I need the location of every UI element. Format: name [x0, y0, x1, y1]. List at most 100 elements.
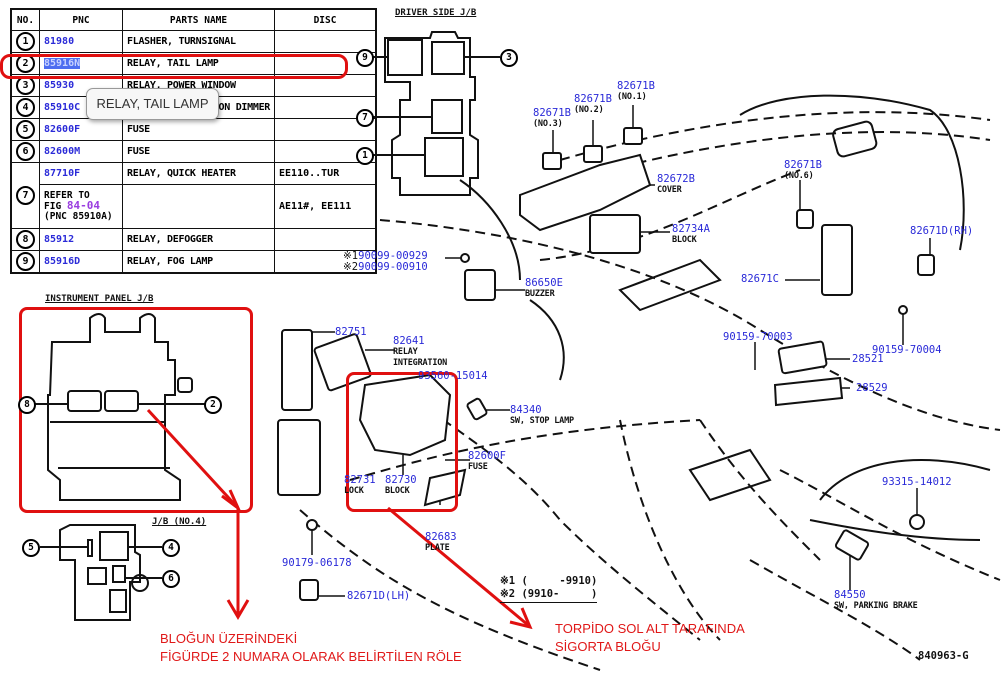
table-row-refer: REFER TO FIG 84-04 (PNC 85910A) AE11#, E… [11, 184, 377, 229]
label-90159-70003[interactable]: 90159-70003 [723, 331, 793, 343]
dashboard-solid-lines [459, 94, 991, 541]
instrument-panel-jb-drawing [35, 313, 205, 501]
fig-prefix: FIG [44, 201, 62, 212]
callout-4[interactable]: 4 [162, 539, 180, 557]
label-28521[interactable]: 28521 [852, 353, 884, 365]
part-name: FLASHER, TURNSIGNAL [121, 30, 276, 53]
part-name [121, 184, 276, 229]
label-82751[interactable]: 82751 [335, 326, 367, 338]
label-82671b-no1[interactable]: 82671B(NO.1) [617, 80, 655, 103]
row-number-badge: 5 [16, 120, 35, 139]
fuse-note-line-1: TORPİDO SOL ALT TARAFINDA [555, 621, 745, 636]
pnc-link[interactable]: 81980 [44, 36, 75, 47]
callout-8[interactable]: 8 [18, 396, 36, 414]
row-number-badge: 8 [16, 230, 35, 249]
pnc-link[interactable]: 87710F [44, 168, 81, 179]
table-header-row: NO. PNC PARTS NAME DISC [10, 8, 377, 31]
legend-line-1: ※1 ( -9910) [500, 575, 598, 587]
pnc-link-selected[interactable]: 85916N [44, 58, 81, 69]
header-parts-name: PARTS NAME [121, 8, 276, 31]
table-row-selected[interactable]: 2 85916N RELAY, TAIL LAMP [10, 52, 377, 75]
row-number-badge: 4 [16, 98, 35, 117]
driver-side-jb-title: DRIVER SIDE J/B [395, 8, 477, 18]
label-82671d-lh[interactable]: 82671D(LH) [347, 590, 411, 602]
fuse-note-line-2: SİGORTA BLOĞU [555, 639, 661, 654]
label-90099-00929[interactable]: ※190099-00929 [343, 250, 428, 262]
label-82671d-rh[interactable]: 82671D(RH) [910, 225, 974, 237]
label-82671b-no6[interactable]: 82671B(NO.6) [784, 159, 822, 182]
fuse-block-annotation-note: TORPİDO SOL ALT TARAFINDA SİGORTA BLOĞU [555, 620, 745, 656]
callout-7[interactable]: 7 [356, 109, 374, 127]
part-name-tooltip: RELAY, TAIL LAMP [86, 88, 219, 120]
label-90099-00910[interactable]: ※290099-00910 [343, 261, 428, 273]
label-82671b-no2[interactable]: 82671B(NO.2) [574, 93, 612, 116]
callout-3[interactable]: 3 [500, 49, 518, 67]
header-no: NO. [10, 8, 40, 31]
callout-5[interactable]: 5 [22, 539, 40, 557]
table-row[interactable]: 8 85912 RELAY, DEFOGGER [10, 228, 377, 251]
jb-no4-title: J/B (NO.4) [152, 517, 207, 527]
pnc-link[interactable]: 85910C [44, 102, 81, 113]
row-number-badge: 7 [16, 186, 35, 205]
pnc-link[interactable]: 82600M [44, 146, 81, 157]
row-number-badge: 1 [16, 32, 35, 51]
callout-2[interactable]: 2 [204, 396, 222, 414]
table-row[interactable]: 6 82600M FUSE [10, 140, 377, 163]
part-name: FUSE [121, 118, 276, 141]
row-number-badge: 6 [16, 142, 35, 161]
part-name: FUSE [121, 140, 276, 163]
fig-link[interactable]: 84-04 [66, 199, 101, 212]
callout-9[interactable]: 9 [356, 49, 374, 67]
pnc-link[interactable]: 82600F [44, 124, 81, 135]
label-90179-06178[interactable]: 90179-06178 [282, 557, 352, 569]
header-disc: DISC [274, 8, 377, 31]
refer-to-label: REFER TO [44, 190, 90, 201]
part-name: RELAY, DEFOGGER [121, 228, 276, 251]
label-90159-70004[interactable]: 90159-70004 [872, 344, 942, 356]
part-disc [274, 250, 377, 274]
dashboard-outline [299, 111, 1001, 671]
pnc-link[interactable]: 85912 [44, 234, 75, 245]
relay-note-line-2: FİGÜRDE 2 NUMARA OLARAK BELİRTİLEN RÖLE [160, 649, 462, 664]
jb-no4-drawing [40, 524, 162, 621]
table-row[interactable]: 1 81980 FLASHER, TURNSIGNAL [10, 30, 377, 53]
table-row[interactable]: 5 82600F FUSE [10, 118, 377, 141]
instrument-panel-jb-title: INSTRUMENT PANEL J/B [45, 294, 154, 304]
table-row[interactable]: 7 87710F RELAY, QUICK HEATER EE110..TUR [10, 162, 377, 229]
part-disc: EE110..TUR [274, 162, 377, 185]
selected-row-highlight [0, 54, 348, 79]
driver-side-jb-drawing [373, 31, 500, 196]
part-disc [274, 228, 377, 251]
part-name: RELAY, QUICK HEATER [121, 162, 276, 185]
callout-6[interactable]: 6 [162, 570, 180, 588]
pnc-link[interactable]: 85930 [44, 80, 75, 91]
label-82671c[interactable]: 82671C [741, 273, 779, 285]
callout-1[interactable]: 1 [356, 147, 374, 165]
pnc-note: (PNC 85910A) [44, 211, 113, 222]
parts-table: NO. PNC PARTS NAME DISC 1 81980 FLASHER,… [10, 8, 378, 274]
figure-id: 840963-G [918, 650, 969, 662]
label-93315-14012[interactable]: 93315-14012 [882, 476, 952, 488]
relay-annotation-note: BLOĞUN ÜZERİNDEKİ FİGÜRDE 2 NUMARA OLARA… [160, 630, 462, 666]
part-name: RELAY, FOG LAMP [121, 250, 276, 274]
label-82671b-no3[interactable]: 82671B(NO.3) [533, 107, 571, 130]
row-number-badge: 9 [16, 252, 35, 271]
header-pnc: PNC [39, 8, 123, 31]
pnc-link[interactable]: 85916D [44, 256, 81, 267]
label-28529[interactable]: 28529 [856, 382, 888, 394]
label-93560-15014[interactable]: 93560-15014 [418, 370, 488, 382]
legend-line-2: ※2 (9910- ) [500, 588, 598, 603]
table-row[interactable]: 9 85916D RELAY, FOG LAMP [10, 250, 377, 274]
part-disc: AE11#, EE111 [274, 184, 377, 229]
